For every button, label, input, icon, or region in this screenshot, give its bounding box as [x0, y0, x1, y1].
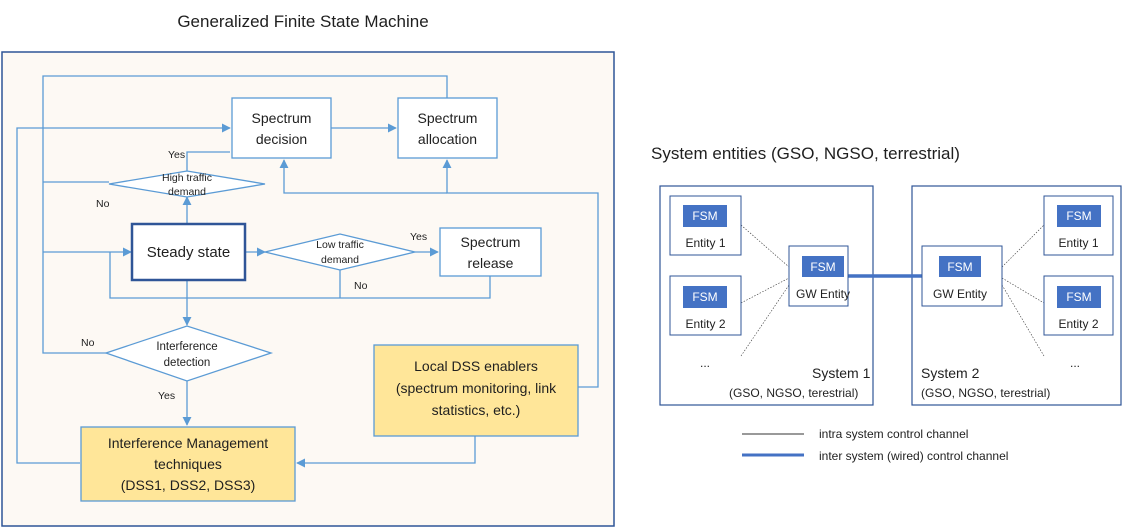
- interference-detection-line1: Interference: [156, 341, 217, 353]
- label-yes-low-traffic: Yes: [410, 231, 427, 243]
- system2-ellipsis: ...: [1070, 356, 1080, 370]
- high-traffic-line1: High traffic: [162, 172, 212, 184]
- entities-title: System entities (GSO, NGSO, terrestrial): [651, 144, 960, 163]
- system2-name: System 2: [921, 365, 980, 381]
- high-traffic-line2: demand: [168, 186, 206, 198]
- spectrum-release-box: Spectrum release: [439, 227, 542, 277]
- label-no-low-traffic: No: [354, 280, 368, 292]
- system2-entity-2: FSM Entity 2: [1043, 275, 1114, 336]
- system1-entity-2: FSM Entity 2: [669, 275, 742, 336]
- spectrum-allocation-line2: allocation: [418, 131, 477, 147]
- fsm-chip-label: FSM: [947, 260, 972, 274]
- system2-gw-entity: FSM GW Entity: [921, 245, 1003, 307]
- legend: intra system control channel inter syste…: [742, 427, 1008, 463]
- fsm-connectors: [16, 75, 599, 468]
- fsm-chip: [939, 256, 981, 277]
- low-traffic-line1: Low traffic: [316, 239, 364, 251]
- label-yes-interference: Yes: [158, 390, 175, 402]
- local-dss-line2: (spectrum monitoring, link: [396, 380, 557, 396]
- interference-detection-diamond: Interference detection: [103, 325, 274, 382]
- fsm-chip-label: FSM: [810, 260, 835, 274]
- local-dss-line3: statistics, etc.): [432, 402, 521, 418]
- steady-state-label: Steady state: [147, 244, 230, 261]
- spectrum-release-line2: release: [468, 255, 514, 271]
- local-dss-enablers-box: Local DSS enablers (spectrum monitoring,…: [373, 344, 579, 437]
- fsm-chip: [683, 205, 727, 227]
- entity-1-label: Entity 1: [685, 236, 725, 250]
- fsm-chip: [683, 286, 727, 308]
- interference-detection-line2: detection: [164, 357, 211, 369]
- gw-entity-label: GW Entity: [933, 287, 987, 301]
- entity-2-label: Entity 2: [1058, 317, 1098, 331]
- fsm-chip: [802, 256, 844, 277]
- system1-subtitle: (GSO, NGSO, terestrial): [729, 386, 858, 400]
- fsm-chip-label: FSM: [692, 290, 717, 304]
- intra-system-lines: [740, 224, 1045, 357]
- label-no-interference: No: [81, 337, 95, 349]
- fsm-chip: [1057, 205, 1101, 227]
- label-no-high-traffic: No: [96, 198, 110, 210]
- spectrum-decision-line1: Spectrum: [252, 110, 312, 126]
- fsm-chip: [1057, 286, 1101, 308]
- steady-state-box: Steady state: [130, 222, 247, 282]
- spectrum-decision-box: Spectrum decision: [231, 97, 332, 159]
- interference-mgmt-line1: Interference Management: [108, 435, 268, 451]
- high-traffic-diamond: High traffic demand: [108, 170, 266, 198]
- interference-management-box: Interference Management techniques (DSS1…: [80, 426, 296, 502]
- system1-ellipsis: ...: [700, 356, 710, 370]
- entity-2-label: Entity 2: [685, 317, 725, 331]
- fsm-chip-label: FSM: [692, 209, 717, 223]
- interference-mgmt-line3: (DSS1, DSS2, DSS3): [121, 477, 256, 493]
- spectrum-allocation-line1: Spectrum: [418, 110, 478, 126]
- system2-entity-1: FSM Entity 1: [1043, 195, 1114, 256]
- system1-entity-1: FSM Entity 1: [669, 195, 742, 256]
- low-traffic-line2: demand: [321, 254, 359, 266]
- spectrum-release-line1: Spectrum: [461, 234, 521, 250]
- spectrum-allocation-box: Spectrum allocation: [397, 97, 498, 159]
- fsm-chip-label: FSM: [1066, 290, 1091, 304]
- fsm-chip-label: FSM: [1066, 209, 1091, 223]
- local-dss-line1: Local DSS enablers: [414, 358, 538, 374]
- legend-intra-label: intra system control channel: [819, 427, 968, 441]
- label-yes-high-traffic: Yes: [168, 149, 185, 161]
- fsm-title: Generalized Finite State Machine: [177, 12, 428, 31]
- system1-gw-entity: FSM GW Entity: [788, 245, 850, 307]
- legend-inter-label: inter system (wired) control channel: [819, 449, 1008, 463]
- low-traffic-diamond: Low traffic demand: [264, 233, 416, 271]
- interference-mgmt-line2: techniques: [154, 456, 222, 472]
- spectrum-decision-line2: decision: [256, 131, 307, 147]
- entity-1-label: Entity 1: [1058, 236, 1098, 250]
- system1-name: System 1: [812, 365, 871, 381]
- gw-entity-label: GW Entity: [796, 287, 850, 301]
- system2-subtitle: (GSO, NGSO, terestrial): [921, 386, 1050, 400]
